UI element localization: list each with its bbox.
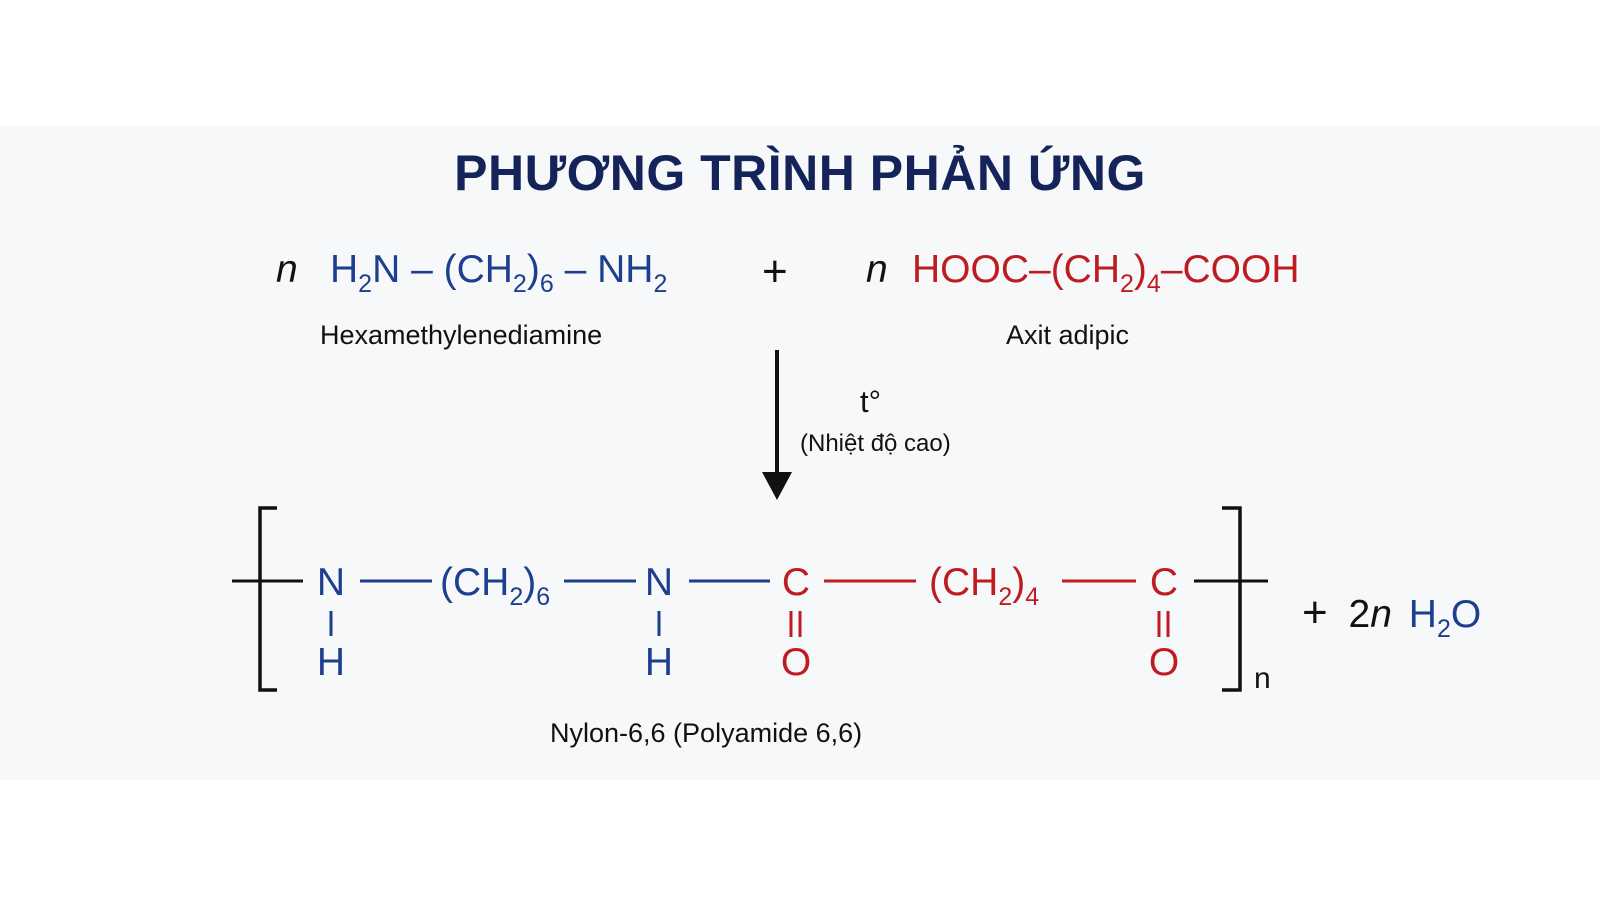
- group-ch2-4: (CH2)4: [929, 561, 1040, 611]
- reaction-arrow: [762, 350, 792, 500]
- atom-h2: H: [644, 641, 674, 684]
- condition-note: (Nhiệt độ cao): [800, 430, 951, 457]
- acid-coefficient: n: [866, 248, 888, 291]
- arrow-head: [762, 472, 792, 500]
- byproduct: + 2n H2O: [1302, 588, 1482, 643]
- right-bracket: [1222, 506, 1242, 692]
- atom-c2: C: [1149, 561, 1179, 604]
- atom-o1: O: [780, 641, 812, 684]
- atom-c1: C: [781, 561, 811, 604]
- atom-o2: O: [1148, 641, 1180, 684]
- group-ch2-6: (CH2)6: [440, 561, 551, 611]
- product-name: Nylon-6,6 (Polyamide 6,6): [550, 718, 863, 748]
- acid-formula: HOOC–(CH2)4–COOH: [912, 248, 1300, 298]
- atom-h1: H: [316, 641, 346, 684]
- reactant-plus: +: [762, 247, 788, 296]
- diamine-coefficient: n: [276, 248, 298, 291]
- atom-n2: N: [644, 561, 674, 604]
- diagram-background: [0, 126, 1600, 780]
- left-bracket: [258, 506, 277, 692]
- atom-n1: N: [316, 561, 346, 604]
- acid-name: Axit adipic: [1006, 320, 1130, 350]
- diamine-name: Hexamethylenediamine: [320, 320, 603, 350]
- repeat-index: n: [1254, 662, 1271, 695]
- page-title: PHƯƠNG TRÌNH PHẢN ỨNG: [454, 145, 1146, 201]
- condition-temperature: t°: [860, 384, 882, 419]
- diamine-formula: H2N – (CH2)6 – NH2: [330, 248, 668, 298]
